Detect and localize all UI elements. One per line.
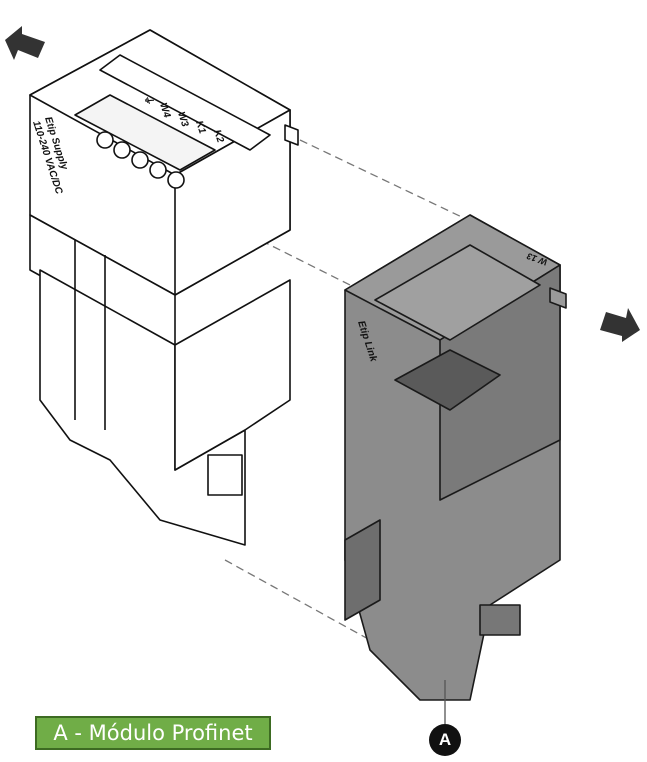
- link-module: [344, 214, 567, 701]
- insert-arrow-icon: [5, 26, 45, 60]
- insert-arrow-icon: [600, 308, 640, 342]
- callout-badge: A: [429, 724, 461, 756]
- module-caption: A - Módulo Profinet: [35, 716, 271, 750]
- terminal-label: W4: [157, 102, 172, 120]
- terminal-label: W3: [175, 111, 190, 129]
- terminal-label: ⏚: [141, 93, 156, 106]
- terminal-label: K2: [211, 129, 226, 145]
- terminal-label: K1: [193, 120, 208, 136]
- supply-module: [29, 29, 299, 546]
